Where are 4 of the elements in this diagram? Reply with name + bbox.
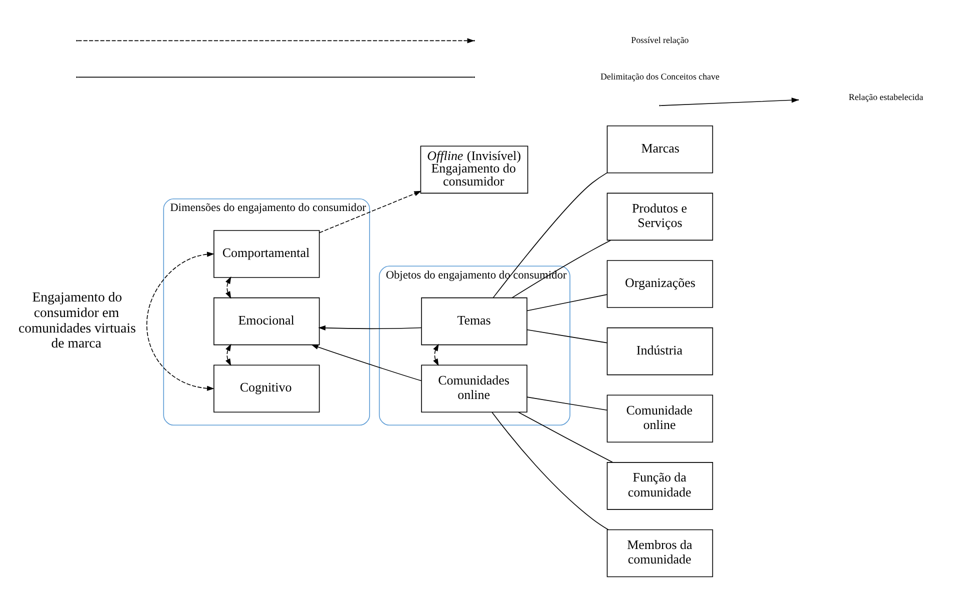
- legend-label: Relação estabelecida: [848, 91, 924, 102]
- legend-label: Delimitação dos Conceitos chave: [600, 70, 720, 81]
- label: Engajamento do consumidor em comunidades virtuais de marca: [18, 289, 136, 350]
- legend-label: Possível relação: [631, 34, 689, 44]
